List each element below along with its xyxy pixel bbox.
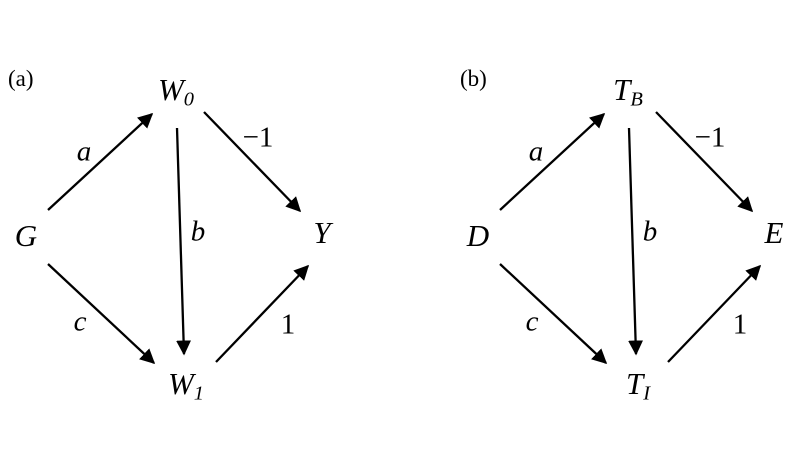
arrow-d-to-tb bbox=[499, 112, 606, 211]
node-w0-main: W bbox=[157, 72, 184, 108]
arrow-w0-to-w1 bbox=[175, 127, 192, 356]
arrow-w0-to-y bbox=[203, 111, 302, 213]
panel-label-b: (b) bbox=[460, 66, 487, 91]
edge-label-a-path-a: a bbox=[76, 135, 92, 168]
node-w0-subscript: 0 bbox=[183, 88, 195, 111]
node-e: E bbox=[765, 217, 784, 253]
arrow-ti-to-e bbox=[667, 264, 762, 363]
node-g-main: G bbox=[14, 218, 38, 254]
edge-label-a-path-b: b bbox=[190, 215, 206, 248]
arrow-tb-to-ti bbox=[627, 127, 644, 356]
arrow-d-to-ti bbox=[499, 263, 608, 365]
edge-label-a-path-1: 1 bbox=[280, 308, 296, 341]
edge-label-b-path-b: b bbox=[642, 215, 658, 248]
node-e-main: E bbox=[764, 215, 784, 251]
node-w1-subscript: 1 bbox=[193, 382, 205, 405]
panel-label-a: (a) bbox=[8, 66, 34, 91]
arrow-w1-to-y bbox=[215, 264, 310, 363]
node-ti-subscript: I bbox=[643, 382, 651, 405]
node-tb-subscript: B bbox=[630, 88, 643, 111]
edge-label-b-path-a: a bbox=[528, 135, 544, 168]
arrow-g-to-w0 bbox=[47, 112, 154, 211]
edge-label-a-path-c: c bbox=[73, 305, 87, 338]
node-ti-main: T bbox=[625, 366, 644, 402]
node-y: Y bbox=[313, 217, 330, 253]
node-y-main: Y bbox=[313, 215, 331, 251]
node-w1-main: W bbox=[167, 366, 194, 402]
node-tb-main: T bbox=[613, 72, 631, 108]
edge-label-b-path-minus1: −1 bbox=[694, 121, 726, 154]
arrow-g-to-w1 bbox=[47, 263, 156, 365]
node-d: D bbox=[467, 220, 489, 256]
node-ti: TI bbox=[626, 368, 650, 404]
edge-label-a-path-minus1: −1 bbox=[242, 121, 274, 154]
arrow-tb-to-e bbox=[655, 111, 754, 213]
node-d-main: D bbox=[466, 218, 490, 254]
node-w0: W0 bbox=[158, 74, 194, 110]
node-g: G bbox=[15, 220, 37, 256]
node-tb: TB bbox=[613, 74, 643, 110]
edge-label-b-path-1: 1 bbox=[732, 308, 748, 341]
node-w1: W1 bbox=[168, 368, 204, 404]
edge-label-b-path-c: c bbox=[525, 305, 539, 338]
